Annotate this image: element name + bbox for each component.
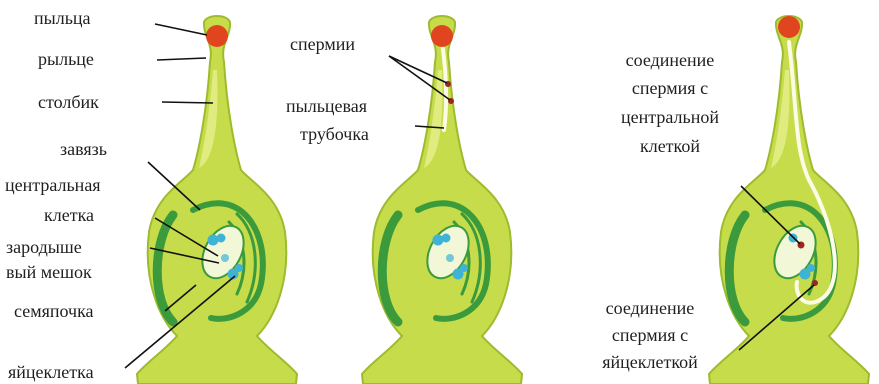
label-embryo-sac-2: вый мешок xyxy=(6,262,92,282)
label-embryo-sac-1: зародыше xyxy=(6,237,82,257)
egg-cell-2 xyxy=(235,264,243,272)
label-ovary: завязь xyxy=(60,139,107,159)
label-central-cell-1: центральная xyxy=(5,175,101,195)
label-sperms: спермии xyxy=(290,34,355,54)
pollen-grain xyxy=(206,25,228,47)
leader-stigma xyxy=(157,58,206,60)
label-pollen: пыльца xyxy=(34,8,91,28)
label-central-cell-2: клетка xyxy=(44,205,94,225)
label-fusion-egg-2: спермия с xyxy=(575,325,725,345)
label-egg-cell: яйцеклетка xyxy=(8,362,94,382)
label-ovule: семяпочка xyxy=(14,301,94,321)
label-pollen-tube-1: пыльцевая xyxy=(286,96,367,116)
label-fusion-central-4: клеткой xyxy=(590,136,750,156)
leader-style xyxy=(162,102,213,103)
label-fusion-central-1: соединение xyxy=(590,50,750,70)
label-stigma: рыльце xyxy=(38,49,94,69)
label-fusion-central-2: спермия с xyxy=(590,78,750,98)
central-cell-nucleus xyxy=(221,254,229,262)
pistil-3 xyxy=(709,16,869,384)
pistil-2 xyxy=(362,16,522,384)
label-style: столбик xyxy=(38,92,99,112)
leader-pollen xyxy=(155,24,207,35)
synergid-cell xyxy=(208,235,219,246)
pistil-1 xyxy=(137,16,297,384)
label-pollen-tube-2: трубочка xyxy=(300,124,369,144)
label-fusion-egg-3: яйцеклеткой xyxy=(575,352,725,372)
antipodal-cell xyxy=(217,234,226,243)
label-fusion-central-3: центральной xyxy=(590,107,750,127)
label-fusion-egg-1: соединение xyxy=(575,298,725,318)
